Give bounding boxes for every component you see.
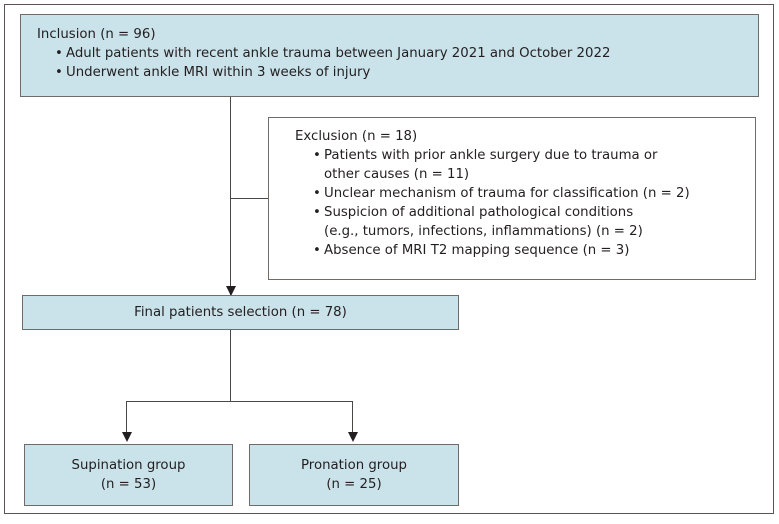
- inclusion-criteria-list: Adult patients with recent ankle trauma …: [37, 44, 758, 82]
- exclusion-criteria-list: Patients with prior ankle surgery due to…: [295, 146, 755, 260]
- final-selection-label: Final patients selection (n = 78): [134, 305, 347, 320]
- connector-inclusion-to-final: [230, 97, 231, 295]
- node-exclusion: Exclusion (n = 18) Patients with prior a…: [268, 117, 756, 280]
- node-supination-group: Supination group (n = 53): [24, 444, 233, 506]
- list-item: Suspicion of additional pathological con…: [313, 203, 755, 241]
- pronation-label: Pronation group: [301, 458, 407, 473]
- inclusion-title: Inclusion (n = 96): [37, 27, 156, 42]
- connector-drop-supination: [126, 401, 127, 434]
- list-item: Underwent ankle MRI within 3 weeks of in…: [55, 63, 758, 82]
- connector-split-bar: [126, 401, 353, 402]
- node-inclusion: Inclusion (n = 96) Adult patients with r…: [20, 14, 759, 97]
- list-item: Patients with prior ankle surgery due to…: [313, 146, 755, 184]
- list-item: Adult patients with recent ankle trauma …: [55, 44, 758, 63]
- node-final-selection: Final patients selection (n = 78): [22, 295, 459, 330]
- connector-branch-to-exclusion: [230, 198, 268, 199]
- supination-label: Supination group: [71, 458, 186, 473]
- connector-final-stem: [230, 330, 231, 401]
- figure-border: [4, 4, 774, 514]
- arrowhead-to-supination: [122, 432, 132, 442]
- arrowhead-to-final: [226, 286, 236, 296]
- node-pronation-group: Pronation group (n = 25): [249, 444, 459, 506]
- list-item: Absence of MRI T2 mapping sequence (n = …: [313, 241, 755, 260]
- supination-count: (n = 53): [100, 477, 157, 492]
- pronation-count: (n = 25): [326, 477, 382, 492]
- exclusion-title: Exclusion (n = 18): [295, 129, 418, 144]
- arrowhead-to-pronation: [348, 432, 358, 442]
- list-item: Unclear mechanism of trauma for classifi…: [313, 184, 755, 203]
- connector-drop-pronation: [352, 401, 353, 434]
